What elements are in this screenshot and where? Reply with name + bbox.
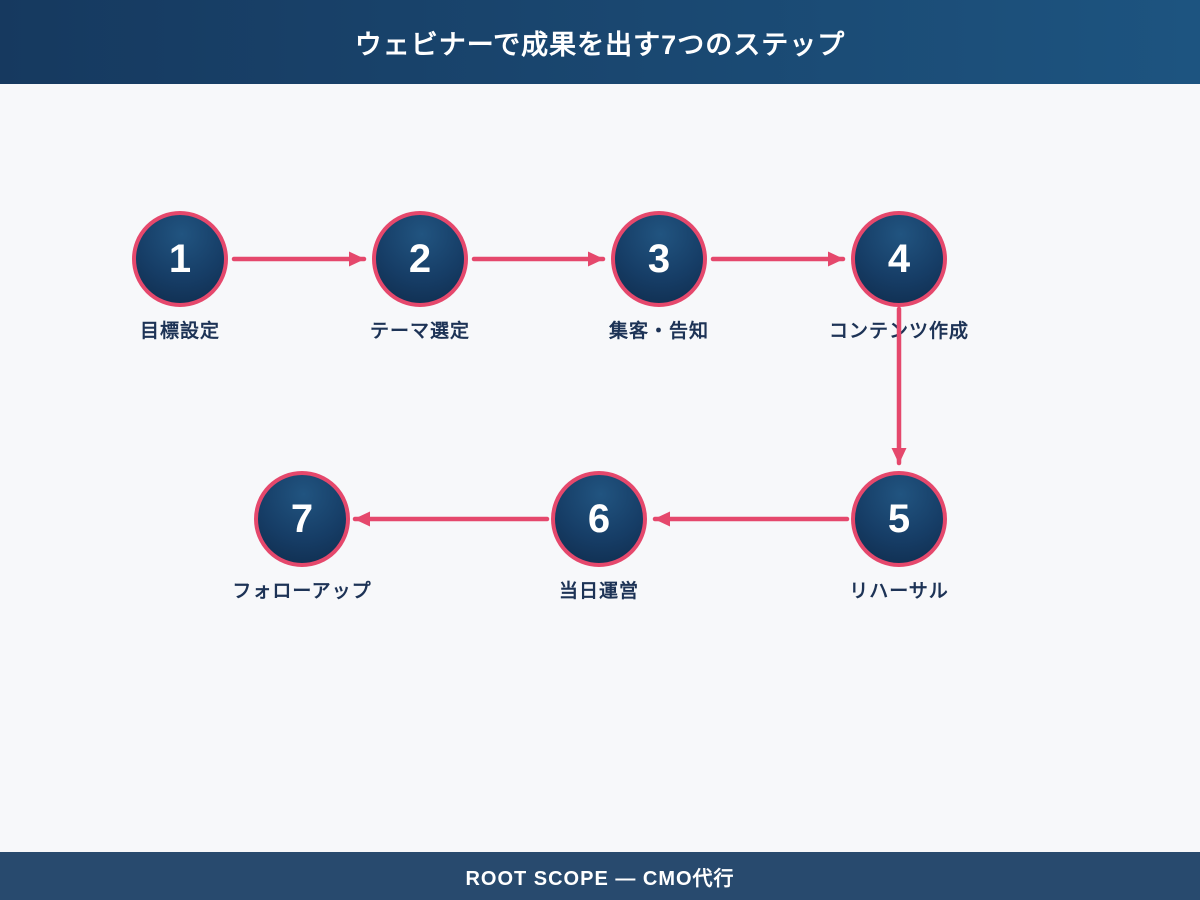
step-node-5: 5 リハーサル <box>789 471 1009 603</box>
step-label: コンテンツ作成 <box>828 321 969 342</box>
step-node-3: 3 集客・告知 <box>549 211 769 343</box>
step-label: リハーサル <box>849 581 949 602</box>
footer-bar: ROOT SCOPE — CMO代行 <box>0 852 1200 900</box>
step-node-2: 2 テーマ選定 <box>310 211 530 343</box>
step-number: 6 <box>587 497 611 541</box>
step-circle-2: 2 <box>372 211 468 307</box>
step-number: 5 <box>887 497 911 541</box>
step-circle-5: 5 <box>851 471 947 567</box>
step-node-7: 7 フォローアップ <box>192 471 412 603</box>
page-title: ウェビナーで成果を出す7つのステップ <box>354 29 846 60</box>
step-number: 7 <box>290 497 314 541</box>
step-number: 4 <box>887 237 911 281</box>
step-node-4: 4 コンテンツ作成 <box>789 211 1009 343</box>
step-label: 目標設定 <box>139 321 220 342</box>
step-label: フォローアップ <box>232 581 372 602</box>
step-circle-6: 6 <box>551 471 647 567</box>
header-bar: ウェビナーで成果を出す7つのステップ <box>0 0 1200 84</box>
step-node-1: 1 目標設定 <box>70 211 290 343</box>
step-circle-1: 1 <box>132 211 228 307</box>
step-number: 1 <box>168 237 192 281</box>
step-circle-4: 4 <box>851 211 947 307</box>
step-label: テーマ選定 <box>369 321 470 342</box>
footer-brand: ROOT SCOPE — CMO代行 <box>465 867 735 890</box>
step-number: 3 <box>647 237 671 281</box>
step-node-6: 6 当日運営 <box>489 471 709 603</box>
step-label: 集客・告知 <box>608 321 709 342</box>
step-label: 当日運営 <box>558 581 639 602</box>
step-circle-3: 3 <box>611 211 707 307</box>
step-number: 2 <box>408 237 432 281</box>
step-circle-7: 7 <box>254 471 350 567</box>
